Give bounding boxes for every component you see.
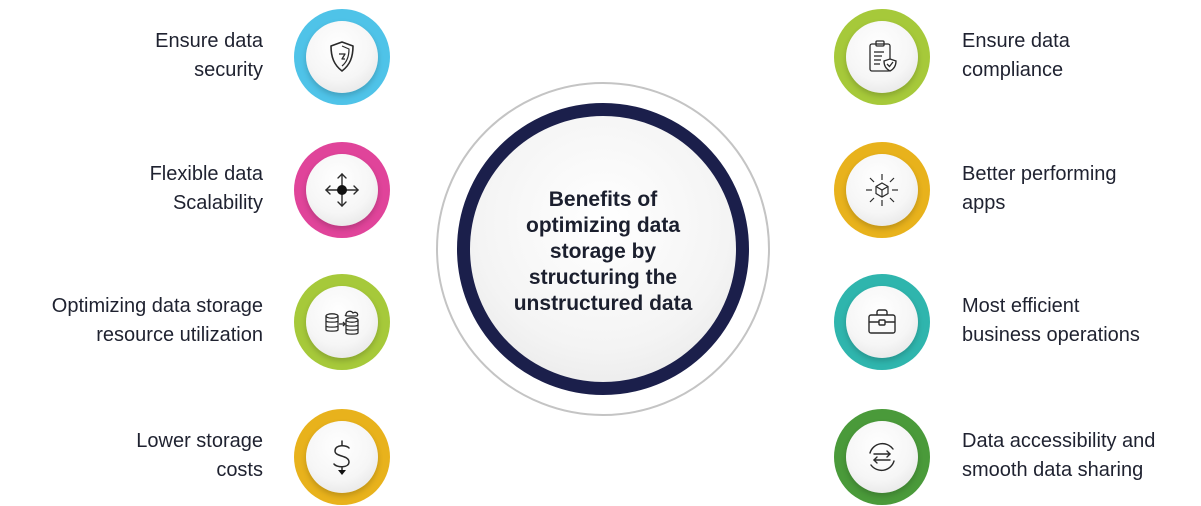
shield-icon <box>330 41 354 72</box>
benefit-bubble-compliance <box>834 9 930 105</box>
benefit-bubble-performing-apps <box>834 142 930 238</box>
move-arrows-icon <box>325 173 359 207</box>
clipboard-shield-icon <box>869 40 897 72</box>
exchange-arrows-icon <box>869 442 895 472</box>
center-outer-ring <box>436 82 770 416</box>
benefit-bubble-security <box>294 9 390 105</box>
center-title: Benefits of optimizing data storage by s… <box>513 188 693 315</box>
database-cloud-transfer-icon <box>325 310 359 335</box>
benefit-bubble-data-sharing <box>834 409 930 505</box>
cube-network-icon <box>866 174 898 206</box>
dollar-icon <box>333 440 350 475</box>
benefit-bubble-resource-utilization <box>294 274 390 370</box>
benefit-bubble-storage-costs <box>294 409 390 505</box>
benefit-bubble-scalability <box>294 142 390 238</box>
briefcase-icon <box>868 309 896 334</box>
benefit-bubble-business-operations <box>834 274 930 370</box>
